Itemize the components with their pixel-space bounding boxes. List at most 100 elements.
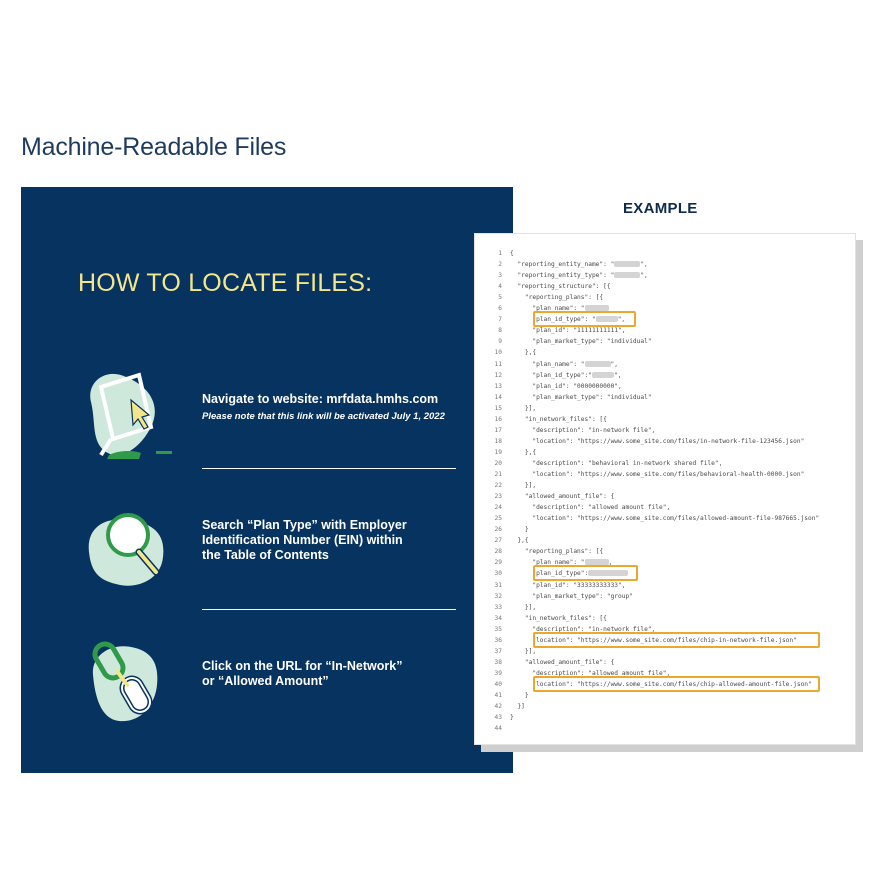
code-line: 12 "plan_id_type":"",	[475, 370, 621, 381]
step-navigate-text: Navigate to website: mrfdata.hmhs.com Pl…	[202, 392, 445, 424]
line-number: 28	[494, 548, 502, 556]
line-number: 23	[494, 493, 502, 501]
step-click-line-1: Click on the URL for “In-Network”	[202, 659, 403, 673]
json-code-example: 1{2 "reporting_entity_name": "",3 "repor…	[474, 233, 856, 745]
step-search-line-1: Search “Plan Type” with Employer	[202, 518, 407, 532]
chain-link-icon	[92, 641, 158, 722]
line-number: 22	[494, 482, 502, 490]
line-number: 31	[494, 581, 502, 589]
code-text: "description": "allowed amount file",	[510, 669, 671, 677]
step-divider	[202, 468, 456, 469]
code-text: "reporting_structure": [{	[510, 283, 611, 291]
code-line: 44	[475, 723, 510, 734]
line-number: 7	[498, 316, 502, 324]
code-line: 28 "reporting_plans": [{	[475, 546, 604, 557]
code-line: 29 "plan_name": ",	[475, 557, 612, 568]
line-number: 17	[494, 426, 502, 434]
code-line: 43}	[475, 712, 514, 723]
redacted-value	[584, 305, 609, 312]
code-line: 21 "location": "https://www.some_site.co…	[475, 469, 805, 480]
line-number: 13	[494, 382, 502, 390]
line-number: 5	[498, 294, 502, 302]
code-text: "plan_name": "	[510, 559, 585, 567]
line-number: 26	[494, 526, 502, 534]
code-line: 22 }],	[475, 480, 537, 491]
line-number: 40	[494, 680, 502, 688]
redacted-value	[595, 316, 618, 323]
code-line: 25 "location": "https://www.some_site.co…	[475, 513, 820, 524]
code-line: 17 "description": "in-network file",	[475, 425, 656, 436]
page-title: Machine-Readable Files	[21, 133, 287, 161]
redacted-value	[591, 371, 614, 378]
code-line: 33 }],	[475, 602, 537, 613]
highlight-box	[533, 675, 820, 692]
line-number: 34	[494, 614, 502, 622]
code-line: 32 "plan_market_type": "group"	[475, 591, 633, 602]
code-text: }],	[510, 482, 537, 490]
line-number: 3	[498, 272, 502, 280]
line-number: 33	[494, 603, 502, 611]
activation-note: Please note that this link will be activ…	[202, 411, 445, 422]
line-number: 16	[494, 415, 502, 423]
code-text: }],	[510, 603, 537, 611]
code-line: 26 }	[475, 524, 529, 535]
code-line: 7 "plan_id_type": "",	[475, 314, 625, 325]
code-text: }]	[510, 703, 525, 711]
code-text: },{	[510, 537, 529, 545]
code-text: ",	[610, 360, 618, 368]
redacted-value	[588, 570, 629, 577]
computer-cursor-icon	[90, 372, 172, 459]
line-number: 37	[494, 647, 502, 655]
code-line: 20 "description": "behavioral in-network…	[475, 458, 723, 469]
code-text: "plan_name": "	[510, 305, 585, 313]
code-line: 4 "reporting_structure": [{	[475, 281, 611, 292]
code-line: 40 "location": "https://www.some_site.co…	[475, 679, 812, 690]
step-divider	[202, 609, 456, 610]
line-number: 41	[494, 692, 502, 699]
code-line: 3 "reporting_entity_type": "",	[475, 270, 648, 281]
code-text: ,	[608, 559, 613, 567]
code-line: 37 }],	[475, 646, 537, 657]
line-number: 36	[494, 636, 502, 644]
code-line: 19 },{	[475, 447, 537, 458]
code-line: 9 "plan_market_type": "individual"	[475, 336, 651, 347]
step-click-line-2: or “Allowed Amount”	[202, 674, 329, 688]
redacted-value	[614, 272, 641, 279]
line-number: 38	[494, 658, 502, 666]
code-text: "plan_name": "	[510, 360, 585, 368]
code-text: "plan_id_type": "	[510, 316, 596, 324]
code-text: "description": "behavioral in-network sh…	[510, 459, 723, 467]
code-line: 24 "description": "allowed amount file",	[475, 502, 671, 513]
line-number: 2	[498, 261, 502, 269]
line-number: 35	[494, 625, 502, 633]
code-line: 30 "plan_id_type":	[475, 568, 629, 579]
code-text: }	[510, 692, 529, 699]
line-number: 42	[494, 703, 502, 711]
panel-heading: HOW TO LOCATE FILES:	[78, 269, 373, 297]
code-text: }],	[510, 647, 537, 655]
line-number: 4	[498, 283, 502, 291]
code-text: "plan_id": "11111111111",	[510, 327, 626, 335]
code-line: 36 "location": "https://www.some_site.co…	[475, 635, 797, 646]
code-line: 13 "plan_id": "0000000000",	[475, 381, 622, 392]
magnifying-glass-icon	[88, 513, 164, 586]
code-line: 34 "in_network_files": [{	[475, 613, 607, 624]
code-line: 1{	[475, 248, 514, 259]
code-text: {	[510, 250, 514, 257]
code-text: "plan_market_type": "group"	[510, 592, 633, 600]
example-label: EXAMPLE	[623, 200, 698, 217]
code-text: "allowed_amount_file": {	[510, 658, 615, 666]
code-line: 39 "description": "allowed amount file",	[475, 668, 671, 679]
code-text: "location": "https://www.some_site.com/f…	[510, 680, 812, 688]
code-text: "description": "in-network file",	[510, 426, 656, 434]
line-number: 44	[494, 725, 502, 733]
code-text: },{	[510, 448, 537, 456]
line-number: 30	[494, 570, 502, 578]
how-to-panel: HOW TO LOCATE FILES: Navigate to website…	[21, 187, 513, 773]
step-search-text: Search “Plan Type” with Employer Identif…	[202, 518, 407, 563]
code-text: ",	[640, 261, 648, 269]
code-text: "plan_id": "33333333333",	[510, 581, 626, 589]
step-search-line-2: Identification Number (EIN) within	[202, 533, 403, 547]
code-text: "reporting_entity_name": "	[510, 261, 615, 269]
code-line: 38 "allowed_amount_file": {	[475, 657, 615, 668]
